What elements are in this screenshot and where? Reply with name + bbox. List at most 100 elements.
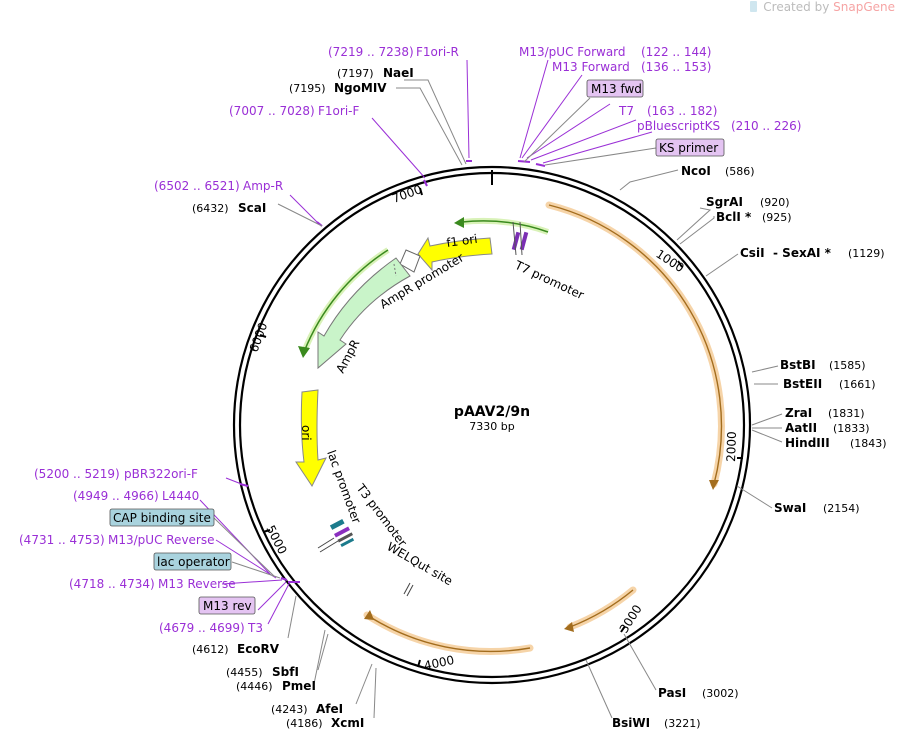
feature-leader-lines bbox=[213, 97, 657, 579]
primer-m13puc-reverse-range: (4731 .. 4753) bbox=[19, 533, 105, 547]
tick-marks bbox=[259, 170, 743, 668]
enzyme-ncoi: NcoI bbox=[681, 164, 711, 178]
enzyme-scai: ScaI bbox=[238, 201, 266, 215]
primer-t3-range: (4679 .. 4699) bbox=[159, 621, 245, 635]
enzyme-csii-pos: (1129) bbox=[848, 247, 885, 260]
enzyme-naei: NaeI bbox=[383, 66, 414, 80]
plasmid-length: 7330 bp bbox=[469, 420, 514, 433]
enzyme-zrai-pos: (1831) bbox=[828, 407, 865, 420]
primer-t7: T7 bbox=[618, 104, 634, 118]
enzyme-xcmi-pos: (4186) bbox=[286, 717, 323, 730]
feature-ori: ori bbox=[295, 389, 327, 487]
tick-label-6000: 6000 bbox=[247, 321, 271, 354]
enzyme-pmei: PmeI bbox=[282, 679, 316, 693]
primer-m13-reverse: M13 Reverse bbox=[158, 577, 236, 591]
tick-label-4000: 4000 bbox=[423, 653, 456, 673]
primer-m13-fwd: M13 fwd bbox=[591, 82, 642, 96]
enzyme-sexai: - SexAI * bbox=[773, 246, 832, 260]
enzyme-pasi-pos: (3002) bbox=[702, 687, 739, 700]
enzyme-swai-pos: (2154) bbox=[823, 502, 860, 515]
enzyme-sbfi: SbfI bbox=[272, 665, 299, 679]
green-feature-arcs bbox=[298, 217, 549, 358]
enzyme-bcli-pos: (925) bbox=[762, 211, 792, 224]
primer-t7-range: (163 .. 182) bbox=[647, 104, 717, 118]
primer-m13-reverse-range: (4718 .. 4734) bbox=[69, 577, 155, 591]
feature-t7-promoter: T7 promoter bbox=[511, 221, 586, 303]
primer-f1ori-r-range: (7219 .. 7238) bbox=[328, 45, 414, 59]
enzyme-ngomiv-pos: (7195) bbox=[289, 82, 326, 95]
t7-promoter-label: T7 promoter bbox=[512, 258, 586, 303]
enzyme-afei-pos: (4243) bbox=[271, 703, 308, 716]
primer-labels: (7219 .. 7238) F1ori-R (7007 .. 7028) F1… bbox=[19, 45, 801, 635]
primer-f1ori-r: F1ori-R bbox=[416, 45, 459, 59]
enzyme-hindiii: HindIII bbox=[785, 436, 830, 450]
enzyme-ecorv: EcoRV bbox=[237, 642, 280, 656]
feature-lac-cluster: lac promoter T3 promoter bbox=[317, 448, 410, 553]
enzyme-afei: AfeI bbox=[316, 702, 343, 716]
enzyme-bcli: BclI * bbox=[716, 210, 752, 224]
primer-m13-forward: M13 Forward bbox=[552, 60, 630, 74]
primer-amp-r: Amp-R bbox=[243, 179, 283, 193]
lac-operator-box bbox=[153, 552, 232, 571]
tick-label-2000: 2000 bbox=[724, 431, 739, 462]
watermark-prefix: Created by bbox=[763, 0, 830, 14]
feature-ampr: AmpR bbox=[317, 257, 411, 375]
enzyme-sgrai: SgrAI bbox=[706, 195, 743, 209]
enzyme-pasi: PasI bbox=[658, 686, 686, 700]
cap-binding-site-box bbox=[109, 508, 215, 527]
primer-pbr322ori-f: pBR322ori-F bbox=[124, 467, 198, 481]
enzyme-ncoi-pos: (586) bbox=[725, 165, 755, 178]
welqut-site-label: WELQut site bbox=[385, 539, 456, 588]
primer-m13-rev-box bbox=[198, 596, 256, 615]
plasmid-name: pAAV2/9n bbox=[454, 404, 530, 420]
f1-ori-label: f1 ori bbox=[445, 232, 478, 250]
enzyme-bstbi-pos: (1585) bbox=[829, 359, 866, 372]
enzyme-naei-pos: (7197) bbox=[337, 67, 374, 80]
primer-leader-lines bbox=[199, 59, 653, 625]
primer-m13puc-forward: M13/pUC Forward bbox=[519, 45, 626, 59]
snapgene-logo-icon bbox=[750, 1, 758, 12]
watermark-brand: SnapGene bbox=[833, 0, 895, 14]
enzyme-xcmi: XcmI bbox=[331, 716, 364, 730]
cap-binding-site: CAP binding site bbox=[113, 511, 211, 525]
primer-m13-rev: M13 rev bbox=[203, 599, 252, 613]
enzyme-bsiwi-pos: (3221) bbox=[664, 717, 701, 730]
enzyme-hindiii-pos: (1843) bbox=[850, 437, 887, 450]
primer-m13-fwd-box bbox=[586, 79, 644, 98]
lac-operator: lac operator bbox=[157, 555, 230, 569]
primer-m13puc-reverse: M13/pUC Reverse bbox=[108, 533, 215, 547]
primer-f1ori-f-range: (7007 .. 7028) bbox=[229, 104, 315, 118]
enzyme-pmei-pos: (4446) bbox=[236, 680, 273, 693]
feature-ampr-promoter bbox=[399, 249, 421, 273]
enzyme-ecorv-pos: (4612) bbox=[192, 643, 229, 656]
primer-ks-primer: KS primer bbox=[659, 141, 718, 155]
enzyme-bsteii-pos: (1661) bbox=[839, 378, 876, 391]
primer-t3: T3 bbox=[247, 621, 263, 635]
enzyme-sgrai-pos: (920) bbox=[760, 196, 790, 209]
ori-label: ori bbox=[299, 425, 313, 441]
enzyme-aatii-pos: (1833) bbox=[833, 422, 870, 435]
primer-m13-forward-range: (136 .. 153) bbox=[641, 60, 711, 74]
feature-f1-ori: f1 ori bbox=[417, 232, 493, 272]
enzyme-ngomiv: NgoMIV bbox=[334, 81, 387, 95]
primer-pbr322ori-f-range: (5200 .. 5219) bbox=[34, 467, 120, 481]
enzyme-labels: NcoI (586) SgrAI (920) BclI * (925) CsiI… bbox=[192, 66, 887, 730]
primer-amp-r-range: (6502 .. 6521) bbox=[154, 179, 240, 193]
enzyme-zrai: ZraI bbox=[785, 406, 812, 420]
primer-ks-primer-box bbox=[655, 138, 725, 157]
enzyme-aatii: AatII bbox=[785, 421, 817, 435]
snapgene-watermark: Created by SnapGene bbox=[750, 0, 895, 14]
enzyme-swai: SwaI bbox=[774, 501, 806, 515]
feature-welqut-site: WELQut site bbox=[385, 539, 456, 597]
primer-l4440: L4440 bbox=[162, 489, 199, 503]
enzyme-scai-pos: (6432) bbox=[192, 202, 229, 215]
tick-label-3000: 3000 bbox=[617, 602, 645, 635]
enzyme-sbfi-pos: (4455) bbox=[226, 666, 263, 679]
primer-m13puc-forward-range: (122 .. 144) bbox=[641, 45, 711, 59]
enzyme-leader-lines bbox=[277, 79, 783, 719]
orange-feature-arcs bbox=[363, 201, 725, 655]
enzyme-bstbi: BstBI bbox=[780, 358, 816, 372]
enzyme-csii: CsiI bbox=[740, 246, 765, 260]
primer-pbluescriptks: pBluescriptKS bbox=[637, 119, 720, 133]
